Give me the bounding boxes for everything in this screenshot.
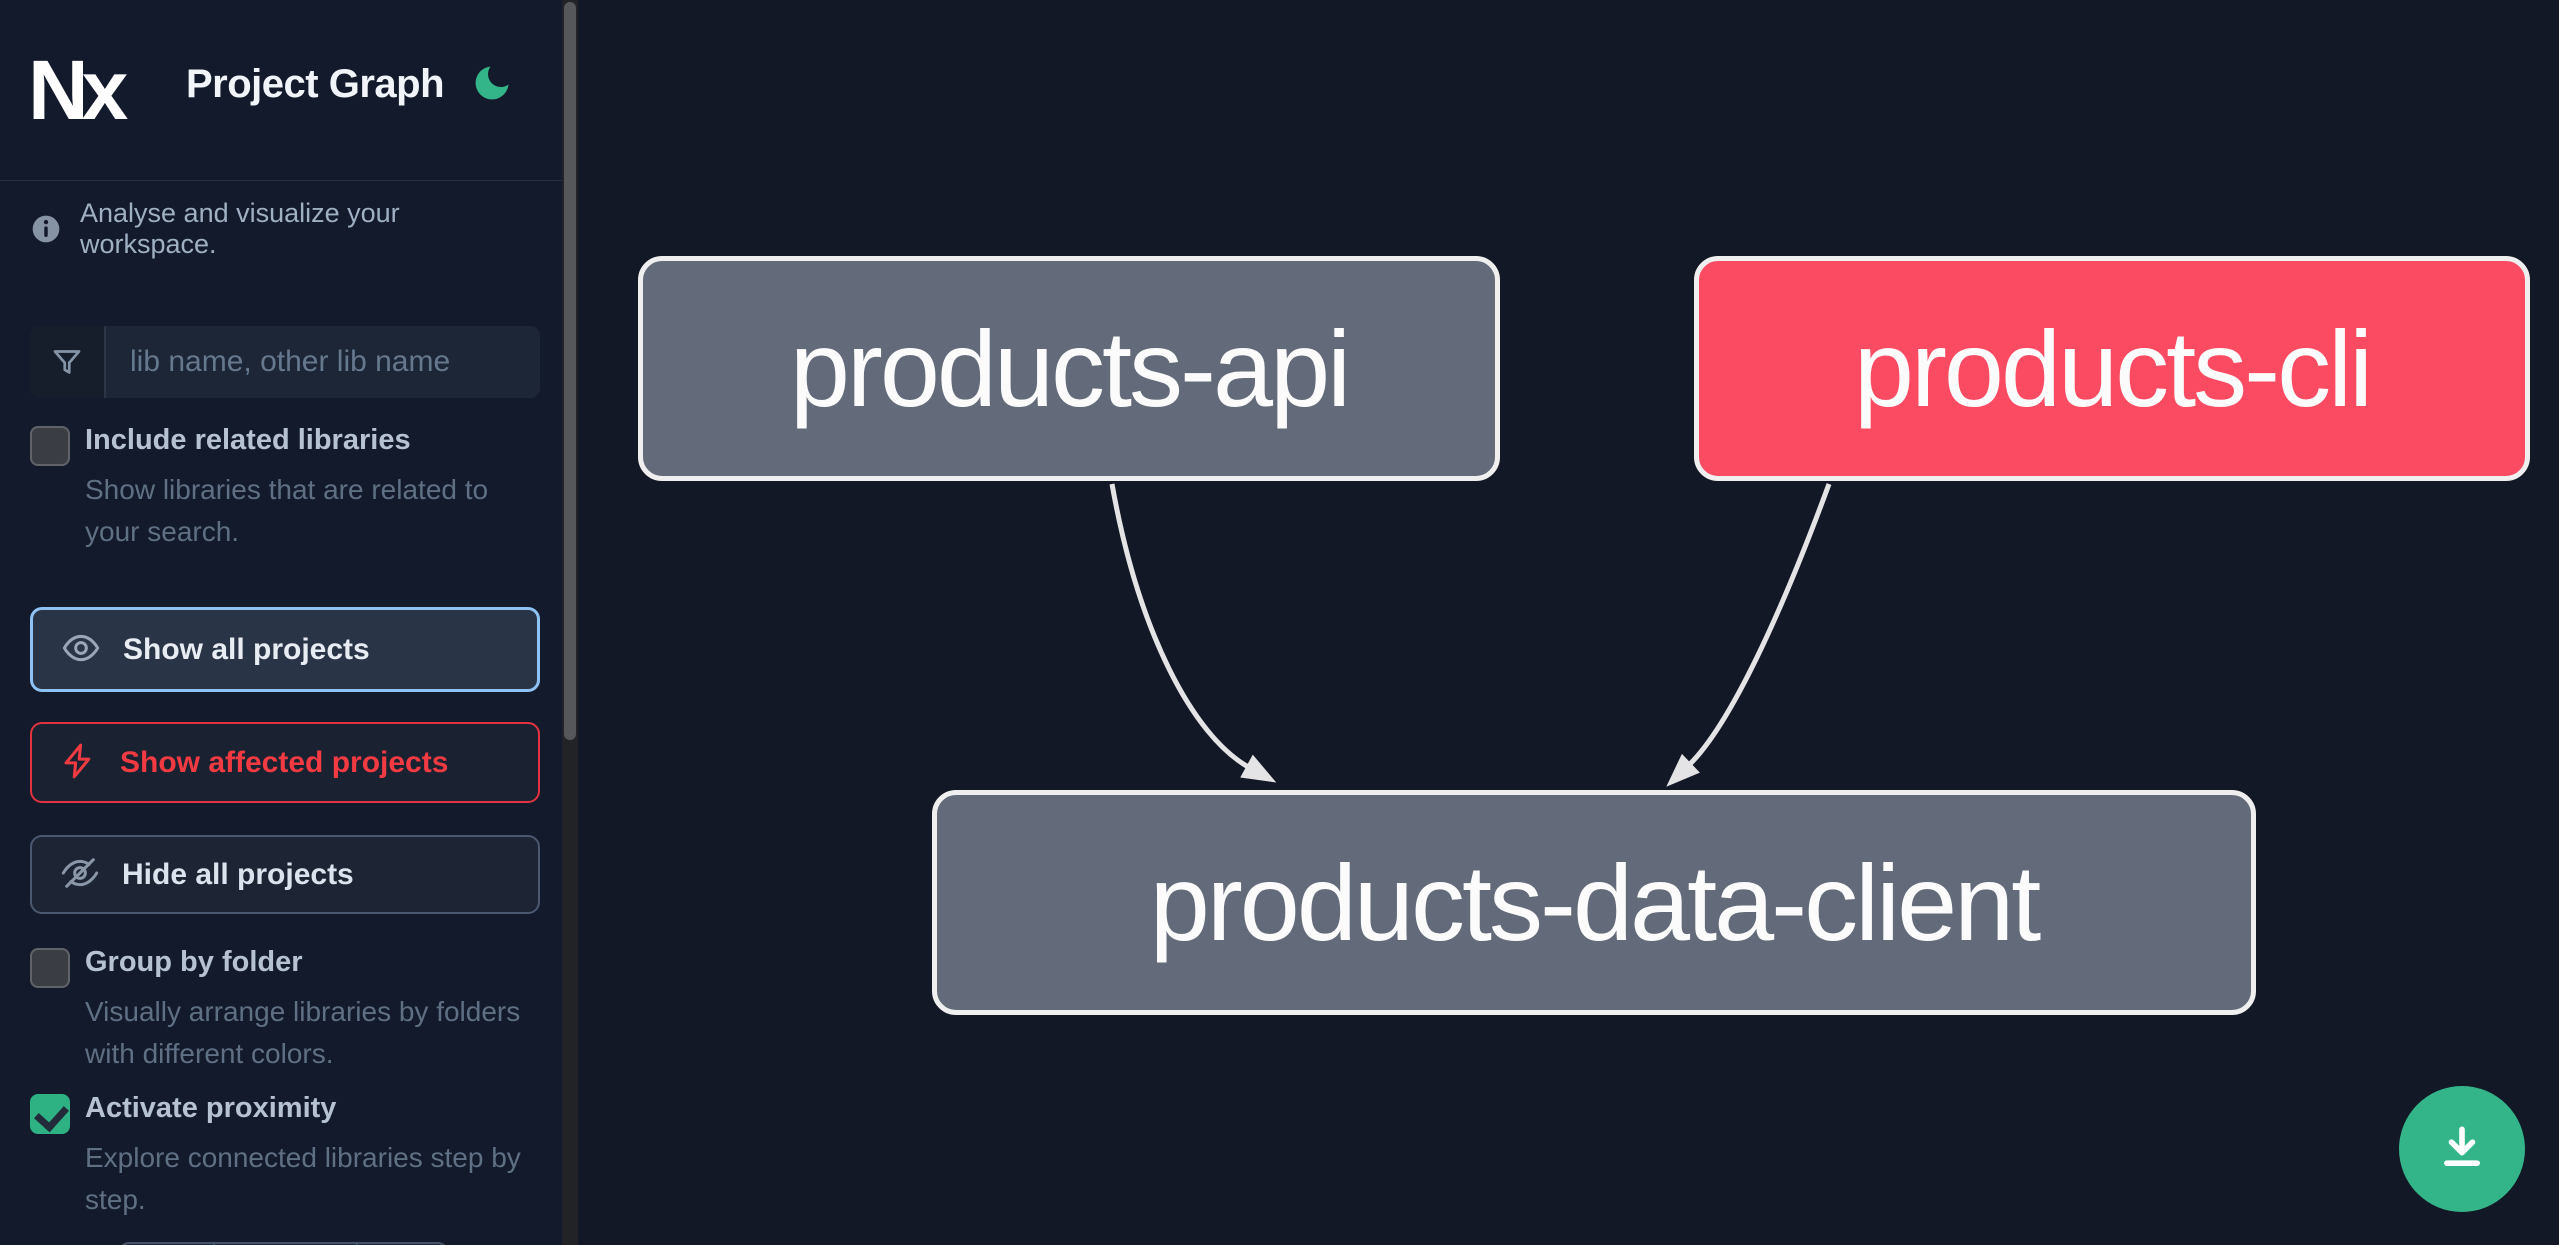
graph-canvas[interactable]: products-api products-cli products-data-… (578, 0, 2559, 1245)
toggle-activate-proximity: Activate proximity Explore connected lib… (30, 1092, 535, 1221)
dependency-edges (1109, 483, 1832, 787)
graph-node[interactable]: products-cli (1694, 256, 2530, 481)
hide-all-projects-button[interactable]: Hide all projects (30, 835, 540, 914)
toggle-group-by-folder: Group by folder Visually arrange librari… (30, 946, 535, 1075)
edge-cli-to-data-client (1666, 483, 1832, 787)
search-input[interactable] (106, 326, 540, 398)
toggle-description: Show libraries that are related to your … (85, 474, 489, 547)
tagline-text: Analyse and visualize your workspace. (80, 198, 400, 259)
node-label: products-data-client (1149, 842, 2041, 963)
include-related-checkbox[interactable] (30, 426, 70, 466)
search-box (30, 326, 540, 398)
scrollbar-thumb[interactable] (564, 2, 576, 740)
page-title: Project Graph (186, 62, 445, 106)
graph-node[interactable]: products-data-client (932, 790, 2256, 1015)
eye-icon (61, 628, 101, 671)
show-affected-projects-label: Show affected projects (120, 745, 449, 779)
node-label: products-cli (1853, 308, 2373, 429)
group-by-folder-checkbox[interactable] (30, 948, 70, 988)
proximity-stepper[interactable] (119, 1242, 448, 1245)
moon-icon (470, 66, 514, 108)
hide-all-projects-label: Hide all projects (122, 857, 354, 891)
tagline-row: Analyse and visualize your workspace. (30, 198, 535, 260)
node-label: products-api (789, 308, 1351, 429)
show-all-projects-button[interactable]: Show all projects (30, 607, 540, 692)
sidebar: Nx Project Graph Analyse and visualize y… (0, 0, 562, 1245)
edge-api-to-data-client (1109, 483, 1277, 783)
show-all-projects-label: Show all projects (123, 632, 370, 666)
toggle-description: Explore connected libraries step by step… (85, 1142, 521, 1215)
toggle-label: Include related libraries (85, 424, 411, 456)
toggle-include-related: Include related libraries Show libraries… (30, 424, 535, 553)
show-affected-projects-button[interactable]: Show affected projects (30, 722, 540, 803)
download-icon (2434, 1120, 2490, 1179)
graph-node[interactable]: products-api (638, 256, 1500, 481)
info-icon (30, 213, 62, 245)
toggle-label: Group by folder (85, 946, 303, 978)
sidebar-header: Nx Project Graph (0, 0, 562, 181)
lightning-bolt-icon (60, 742, 98, 783)
filter-icon (30, 326, 106, 398)
toggle-description: Visually arrange libraries by folders wi… (85, 996, 521, 1069)
eye-off-icon (60, 853, 100, 896)
toggle-label: Activate proximity (85, 1092, 337, 1124)
nx-logo: Nx (28, 43, 128, 137)
activate-proximity-checkbox[interactable] (30, 1094, 70, 1134)
theme-toggle-button[interactable] (468, 60, 516, 108)
proximity-value (215, 1242, 356, 1245)
download-image-button[interactable] (2399, 1086, 2525, 1212)
sidebar-scrollbar[interactable] (562, 0, 578, 1245)
